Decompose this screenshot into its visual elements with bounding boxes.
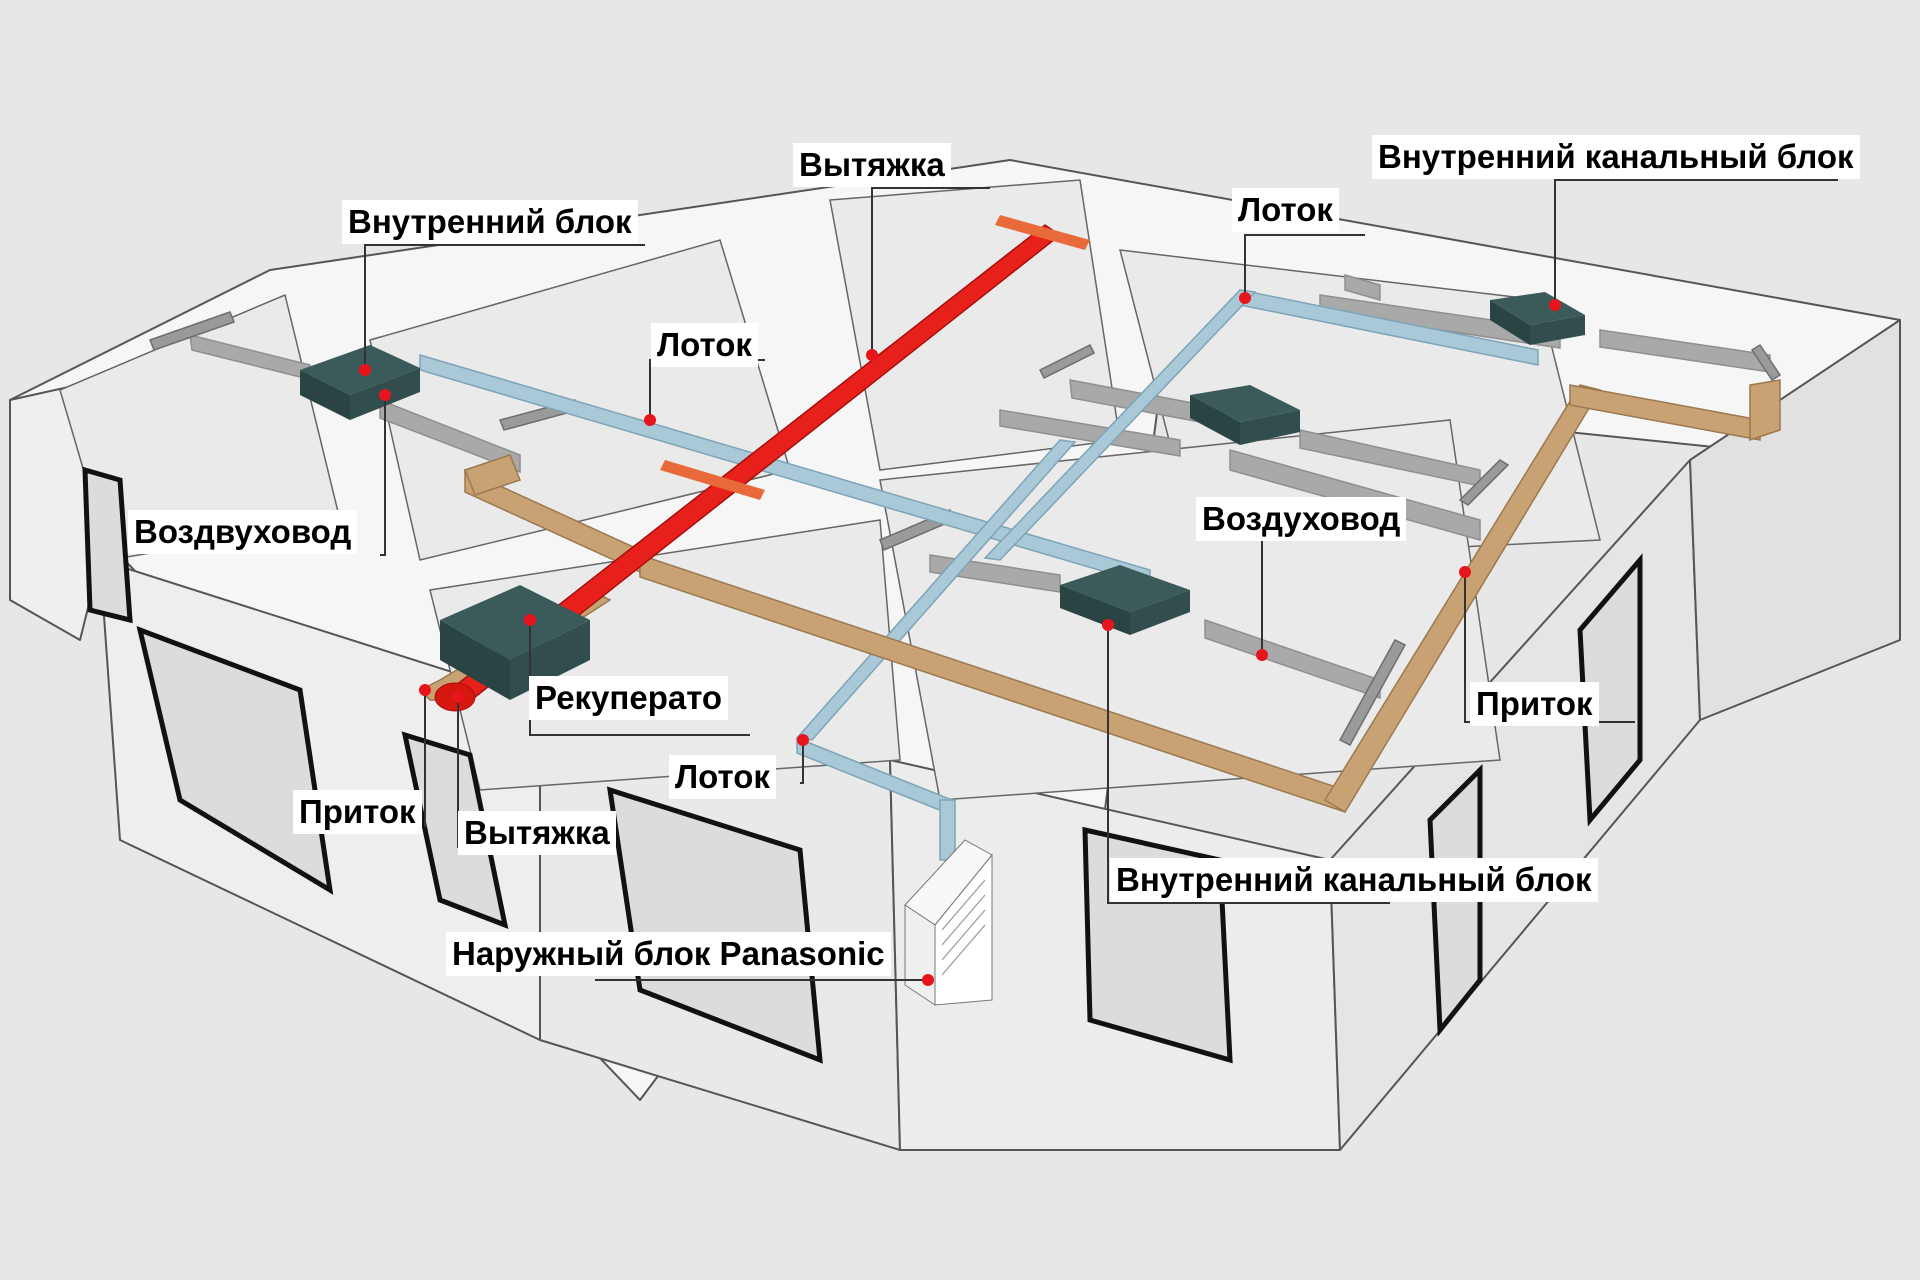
- label-duct-unit-right: Внутренний канальный блок: [1372, 135, 1860, 179]
- label-indoor-unit: Внутренний блок: [342, 200, 638, 244]
- duct-unit-right: [1490, 292, 1585, 345]
- label-supply-right: Приток: [1470, 682, 1599, 726]
- markers: [359, 292, 1561, 986]
- label-tray-bottom: Лоток: [669, 755, 776, 799]
- label-exhaust-bottom: Вытяжка: [458, 811, 616, 855]
- label-duct-unit-bottom: Внутренний канальный блок: [1110, 858, 1598, 902]
- label-tray-mid: Лоток: [651, 323, 758, 367]
- label-air-duct-right: Воздуховод: [1196, 497, 1407, 541]
- label-tray-top: Лоток: [1232, 188, 1339, 232]
- label-recuperator: Рекуперато: [529, 676, 729, 720]
- label-air-duct-left: Воздвуховод: [128, 510, 358, 554]
- refrigerant-trays: [419, 289, 1539, 871]
- label-exhaust-top: Вытяжка: [793, 143, 951, 187]
- label-outdoor-unit: Наружный блок Panasonic: [446, 932, 891, 976]
- duct-unit-center: [1190, 385, 1300, 445]
- label-supply-left: Приток: [293, 790, 422, 834]
